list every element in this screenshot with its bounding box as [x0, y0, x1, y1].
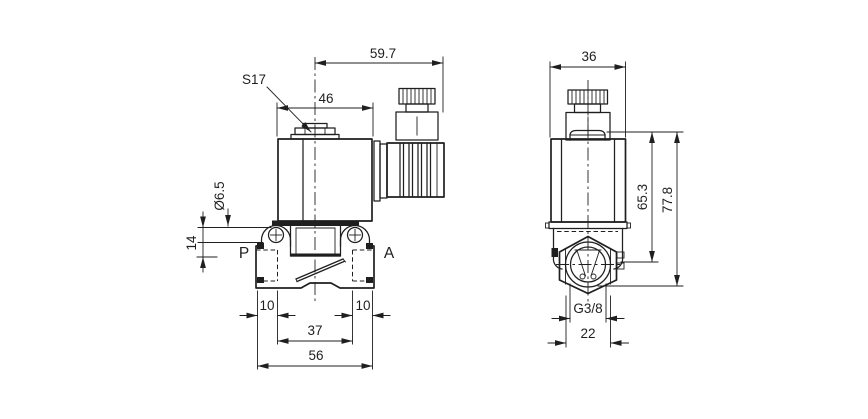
front-valve-body	[255, 220, 375, 289]
side-armature-cap	[569, 129, 606, 141]
mounting-screw-left	[267, 226, 285, 244]
dim-14: 14	[184, 235, 199, 251]
connector-gasket	[373, 140, 381, 202]
dim-65-3: 65.3	[635, 184, 650, 210]
label-port-p: P	[239, 245, 249, 262]
seal-hatches	[257, 243, 373, 283]
dim-77-8: 77.8	[660, 187, 675, 213]
port-internals	[574, 249, 602, 280]
front-connector	[373, 87, 445, 202]
side-hex-boss	[556, 235, 621, 295]
mounting-screw-right	[346, 226, 364, 244]
side-gland	[565, 89, 611, 141]
valve-disc	[295, 258, 347, 283]
dim-37: 37	[307, 323, 322, 338]
front-dimensions: 59.7 46 S17 Ø6.5 14 P A 10 10	[184, 46, 444, 370]
side-bracket	[551, 227, 625, 270]
dim-59-7: 59.7	[370, 46, 396, 61]
connector-body	[386, 142, 445, 198]
dim-36: 36	[581, 49, 596, 64]
dim-6-5: Ø6.5	[212, 181, 227, 210]
side-coil	[545, 138, 631, 232]
side-view	[545, 80, 631, 305]
connector-ribs	[399, 142, 438, 198]
gland-knurled-nut	[398, 87, 436, 105]
label-s17: S17	[242, 72, 266, 87]
valve-seat	[291, 253, 340, 257]
side-dimensions: 36 65.3 77.8 G3/8 22	[547, 49, 684, 348]
dim-22: 22	[580, 326, 595, 341]
dim-10-right: 10	[355, 298, 370, 313]
side-connector-block	[565, 111, 611, 141]
dim-56: 56	[308, 348, 323, 363]
bracket-clip	[551, 248, 558, 257]
dim-46: 46	[318, 91, 333, 106]
mounting-plate	[272, 220, 359, 226]
front-view	[255, 57, 445, 302]
front-coil	[277, 122, 373, 222]
dim-10-left: 10	[259, 298, 274, 313]
gland-knurl-lines	[402, 88, 432, 105]
label-g3-8: G3/8	[573, 301, 602, 316]
label-port-a: A	[384, 245, 395, 262]
